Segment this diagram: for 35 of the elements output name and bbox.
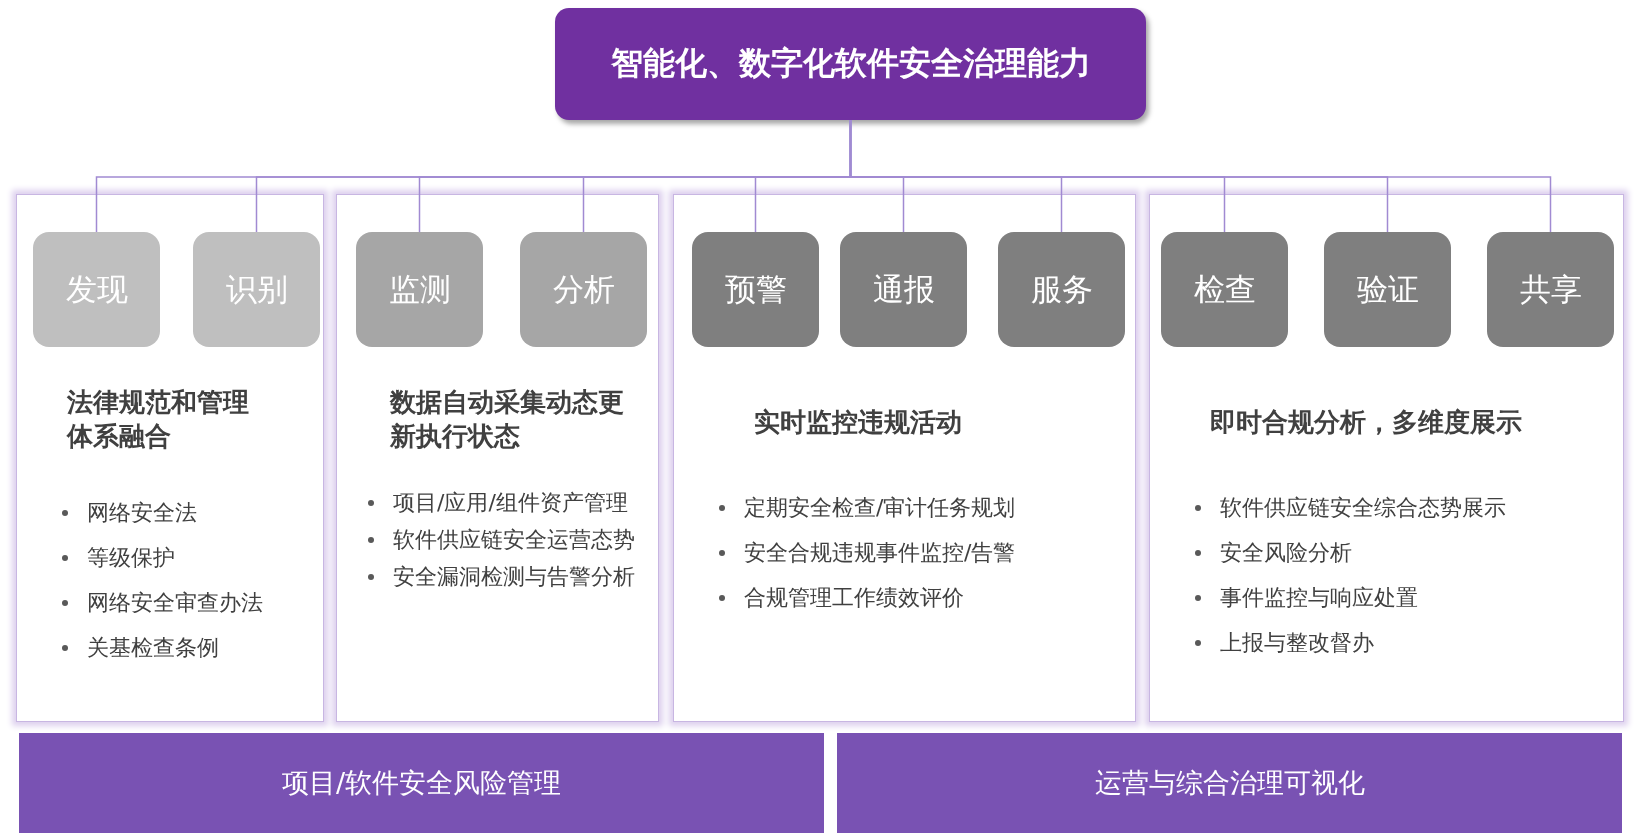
function-box: 发现 xyxy=(33,232,160,347)
title-box: 智能化、数字化软件安全治理能力 xyxy=(555,8,1146,120)
panel-card xyxy=(16,194,324,722)
function-box: 验证 xyxy=(1324,232,1451,347)
bullet-text: 上报与整改督办 xyxy=(1220,630,1374,655)
function-box: 检查 xyxy=(1161,232,1288,347)
bullet-text: 软件供应链安全综合态势展示 xyxy=(1220,495,1506,520)
bullet-text: 项目/应用/组件资产管理 xyxy=(393,490,628,515)
bullet-text: 软件供应链安全运营态势 xyxy=(393,527,635,552)
bullet-text: 关基检查条例 xyxy=(87,635,219,660)
bullet-text: 网络安全审查办法 xyxy=(87,590,263,615)
function-box: 分析 xyxy=(520,232,647,347)
panel-card xyxy=(673,194,1136,722)
bullet-text: 安全风险分析 xyxy=(1220,540,1352,565)
category-bar: 项目/软件安全风险管理 xyxy=(19,733,824,833)
function-box: 预警 xyxy=(692,232,819,347)
panel-card xyxy=(1149,194,1624,722)
panel-card xyxy=(336,194,659,722)
function-box: 通报 xyxy=(840,232,967,347)
panel-heading: 法律规范和管理体系融合 xyxy=(67,386,250,453)
bullet-text: 定期安全检查/审计任务规划 xyxy=(744,495,1016,520)
bullet-text: 安全漏洞检测与告警分析 xyxy=(393,564,635,589)
panel-heading: 即时合规分析，多维度展示 xyxy=(1210,406,1523,439)
function-box: 服务 xyxy=(998,232,1125,347)
panel-heading: 实时监控违规活动 xyxy=(754,406,963,439)
bullet-text: 安全合规违规事件监控/告警 xyxy=(744,540,1016,565)
function-box: 共享 xyxy=(1487,232,1614,347)
bullet-text: 合规管理工作绩效评价 xyxy=(744,585,964,610)
bullet-text: 事件监控与响应处置 xyxy=(1220,585,1418,610)
function-box: 识别 xyxy=(193,232,320,347)
panel-heading: 数据自动采集动态更新执行状态 xyxy=(390,386,625,453)
category-bar: 运营与综合治理可视化 xyxy=(837,733,1622,833)
bullet-text: 等级保护 xyxy=(87,545,175,570)
bullet-text: 网络安全法 xyxy=(87,500,197,525)
function-box: 监测 xyxy=(356,232,483,347)
